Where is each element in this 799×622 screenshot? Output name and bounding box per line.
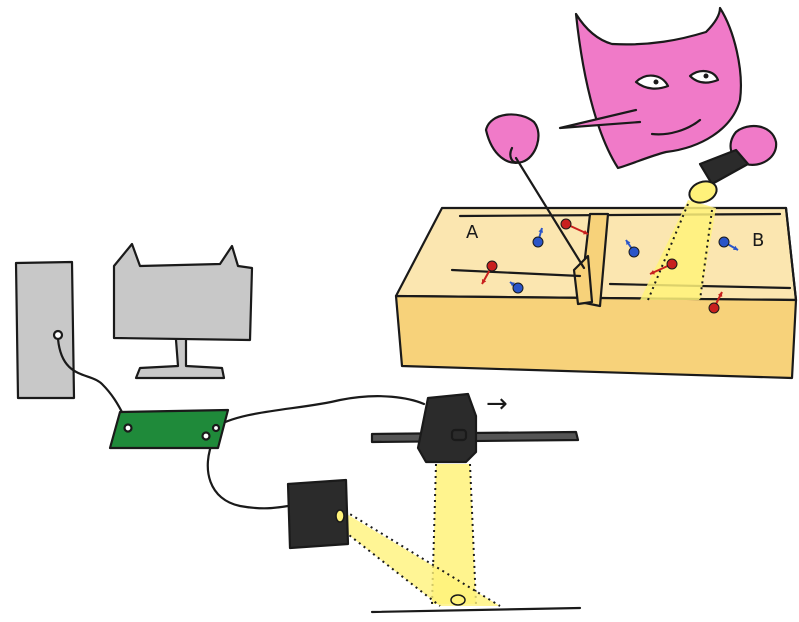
computer-tower <box>14 260 76 400</box>
chamber-a-label: A <box>466 222 479 243</box>
cold-particle-b1 <box>628 246 640 258</box>
cold-particle-b1-arrowhead <box>626 240 631 245</box>
hot-particle-a2-arrowhead <box>482 279 487 284</box>
motion-arrow: → <box>486 389 508 419</box>
chamber-b-label: B <box>752 230 764 251</box>
circuit-board <box>108 408 230 450</box>
cold-particle-b2 <box>718 236 730 248</box>
hot-particle-b2-arrowhead <box>717 292 723 297</box>
computer-monitor <box>112 242 254 380</box>
hot-particle-a2 <box>486 260 498 272</box>
cables <box>56 337 426 510</box>
cold-particle-a1 <box>532 236 544 248</box>
floor-surface <box>370 594 582 614</box>
fixed-sensor <box>286 478 350 550</box>
cold-particle-a2-arrowhead <box>510 282 515 287</box>
cold-particle-a1-arrowhead <box>538 228 544 233</box>
hot-particle-a1 <box>560 218 572 230</box>
flashlight-beam <box>640 200 716 301</box>
cold-particle-b2-arrowhead <box>733 245 738 250</box>
light-beam-vertical <box>431 463 477 605</box>
gas-particles <box>481 218 739 314</box>
hot-particle-b1 <box>666 258 678 270</box>
two-chamber-box <box>394 206 798 380</box>
hot-particle-b2 <box>708 302 720 314</box>
hot-particle-a1-arrowhead <box>583 230 588 235</box>
demon <box>484 6 778 270</box>
light-beam-diagonal <box>339 507 501 607</box>
moving-sensor <box>416 392 478 464</box>
hot-particle-b1-arrowhead <box>650 270 655 275</box>
cold-particle-a2 <box>512 282 524 294</box>
